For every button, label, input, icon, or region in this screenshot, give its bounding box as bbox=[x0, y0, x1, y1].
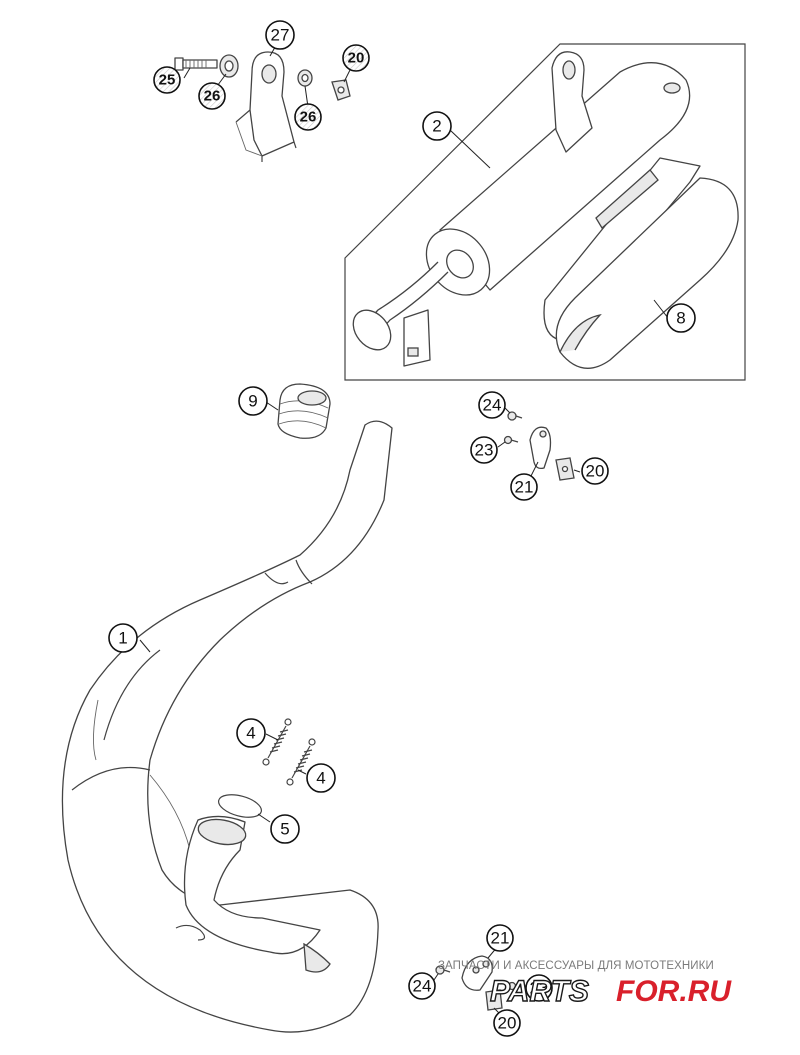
spring bbox=[262, 718, 292, 766]
svg-text:4: 4 bbox=[316, 769, 325, 788]
callout-23-lower: 23 bbox=[525, 974, 553, 1002]
nut-clip bbox=[555, 457, 575, 481]
rubber-bushing bbox=[219, 54, 239, 78]
svg-text:26: 26 bbox=[300, 109, 317, 126]
svg-text:5: 5 bbox=[280, 820, 289, 839]
svg-text:26: 26 bbox=[204, 88, 221, 105]
callout-2: 2 bbox=[422, 111, 452, 141]
silencer bbox=[352, 51, 691, 367]
callout-4-lower: 4 bbox=[306, 763, 336, 793]
callout-4-upper: 4 bbox=[236, 718, 266, 748]
exhaust-pipe bbox=[61, 420, 393, 1033]
callout-27: 27 bbox=[265, 20, 295, 50]
svg-text:2: 2 bbox=[432, 117, 441, 136]
svg-text:25: 25 bbox=[159, 72, 176, 89]
silencer-inset bbox=[344, 43, 746, 381]
callout-20-upper: 20 bbox=[581, 457, 609, 485]
svg-text:24: 24 bbox=[413, 977, 432, 996]
frame-bracket bbox=[235, 51, 297, 162]
svg-text:20: 20 bbox=[348, 50, 365, 67]
callout-8: 8 bbox=[666, 303, 696, 333]
callout-23-upper: 23 bbox=[470, 436, 498, 464]
callout-26-left: 26 bbox=[198, 82, 226, 110]
lower-screw bbox=[435, 965, 451, 975]
callout-21-upper: 21 bbox=[510, 473, 538, 501]
spring-second bbox=[286, 738, 316, 786]
callout-5: 5 bbox=[270, 814, 300, 844]
clamp-bracket bbox=[529, 426, 552, 470]
svg-text:21: 21 bbox=[515, 478, 534, 497]
svg-text:23: 23 bbox=[530, 979, 549, 998]
svg-text:20: 20 bbox=[586, 462, 605, 481]
callout-9: 9 bbox=[238, 386, 268, 416]
clamp-group-upper bbox=[497, 405, 581, 481]
lower-nut-clip bbox=[485, 989, 503, 1011]
svg-text:24: 24 bbox=[483, 396, 502, 415]
callout-21-lower: 21 bbox=[486, 924, 514, 952]
lower-small-screw bbox=[507, 981, 517, 991]
svg-text:4: 4 bbox=[246, 724, 255, 743]
svg-text:20: 20 bbox=[498, 1014, 517, 1033]
logo-left: PARTS bbox=[490, 975, 589, 1008]
callout-26-right: 26 bbox=[294, 103, 322, 131]
speed-nut bbox=[331, 79, 351, 101]
watermark-text: ЗАПЧАСТИ И АКСЕССУАРЫ ДЛЯ МОТОТЕХНИКИ bbox=[438, 960, 714, 972]
exhaust-springs bbox=[262, 718, 316, 786]
watermark: ЗАПЧАСТИ И АКСЕССУАРЫ ДЛЯ МОТОТЕХНИКИ PA… bbox=[438, 960, 798, 1014]
bushing-right bbox=[297, 69, 313, 87]
svg-text:27: 27 bbox=[271, 26, 290, 45]
inset-frame bbox=[344, 43, 746, 381]
callout-20-top: 20 bbox=[342, 44, 370, 72]
svg-text:23: 23 bbox=[475, 441, 494, 460]
svg-text:8: 8 bbox=[676, 309, 685, 328]
partsfor-logo: PARTS FOR.RU bbox=[489, 974, 732, 1008]
callout-24-upper: 24 bbox=[478, 391, 506, 419]
rubber-grommet bbox=[265, 383, 331, 439]
svg-text:1: 1 bbox=[118, 629, 127, 648]
screw bbox=[507, 411, 523, 421]
clamp-group-lower bbox=[433, 945, 527, 1015]
heat-shield bbox=[543, 157, 739, 369]
logo-right: FOR.RU bbox=[616, 975, 732, 1008]
svg-text:9: 9 bbox=[248, 392, 257, 411]
callout-1: 1 bbox=[108, 623, 138, 653]
callout-25: 25 bbox=[153, 66, 181, 94]
callout-20-lower: 20 bbox=[493, 1009, 521, 1037]
mount-bolt bbox=[174, 57, 218, 71]
o-ring bbox=[217, 794, 271, 823]
lower-clamp-bracket bbox=[461, 955, 493, 991]
small-screw bbox=[503, 435, 519, 445]
callout-24-lower: 24 bbox=[408, 972, 436, 1000]
svg-text:21: 21 bbox=[491, 929, 510, 948]
rear-mount-bracket-group bbox=[174, 41, 355, 162]
